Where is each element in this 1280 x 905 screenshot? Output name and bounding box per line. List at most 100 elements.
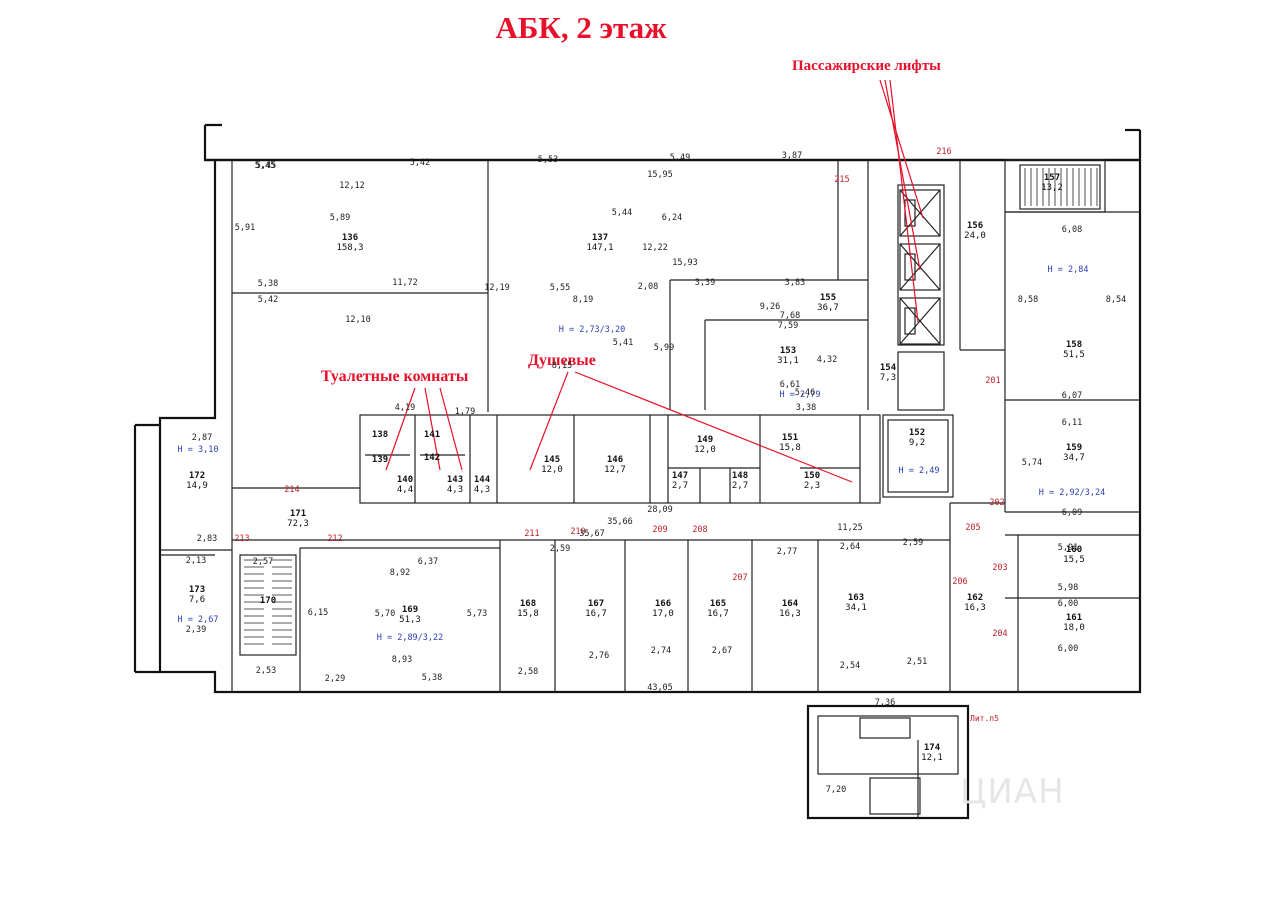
room-number-138: 138	[372, 430, 388, 440]
ceiling-height-label: H = 2,92/3,24	[1039, 488, 1106, 498]
ceiling-height-label: H = 2,89/3,22	[377, 633, 444, 643]
dimension-r137: 12,19	[484, 283, 510, 293]
room-area-160: 15,5	[1063, 555, 1085, 565]
room-number-167: 167	[588, 599, 604, 609]
room-number-151: 151	[782, 433, 798, 443]
dimension-label: 2,83	[197, 534, 217, 544]
dimension-corridor-3: 11,25	[837, 523, 863, 533]
dimension-label: 2,77	[777, 547, 797, 557]
room-number-154: 154	[880, 363, 897, 373]
room-number-145: 145	[544, 455, 560, 465]
room-area-166: 17,0	[652, 609, 674, 619]
dimension-label: 5,99	[654, 343, 674, 353]
dimension-label: 2,59	[903, 538, 923, 548]
dimension-r137: 3,39	[695, 278, 715, 288]
dimension-label: 6,08	[1062, 225, 1082, 235]
dimension-corridor-2: 28,09	[647, 505, 673, 515]
axis-mark-209: 209	[652, 525, 667, 535]
room-number-147: 147	[672, 471, 688, 481]
room-area-145: 12,0	[541, 465, 563, 475]
room-number-169: 169	[402, 605, 418, 615]
room-number-165: 165	[710, 599, 726, 609]
axis-mark-204: 204	[992, 629, 1007, 639]
room-labels: 136158,3137147,11381391404,41411421434,3…	[186, 173, 1085, 763]
dimension-r136: 5,42	[258, 295, 278, 305]
dimension-r169: 2,29	[325, 674, 345, 684]
dimension-r136: 5,89	[330, 213, 350, 223]
room-area-155: 36,7	[817, 303, 839, 313]
dimension-overall: 43,05	[647, 683, 673, 693]
dimension-r137: 8,19	[573, 295, 593, 305]
dimension-r169: 8,93	[392, 655, 412, 665]
dimension-r137: 5,53	[538, 155, 558, 165]
ceiling-height-label: H = 2,79	[780, 390, 821, 400]
exterior-walls	[133, 123, 1142, 694]
dimension-label: 2,39	[186, 625, 206, 635]
dimension-r137: 3,87	[782, 151, 802, 161]
dimension-label: 2,53	[256, 666, 276, 676]
dimension-label: 7,59	[778, 321, 798, 331]
dimension-corridor-4: 35,67	[579, 529, 605, 539]
room-number-144: 144	[474, 475, 491, 485]
room-area-148: 2,7	[732, 481, 748, 491]
dimension-label: 1,79	[455, 407, 475, 417]
room-area-173: 7,6	[189, 595, 205, 605]
axis-mark-208: 208	[692, 525, 707, 535]
ceiling-height-label: H = 3,10	[178, 445, 219, 455]
room-area-146: 12,7	[604, 465, 626, 475]
dimension-label: 6,61	[780, 380, 800, 390]
dimension-label: 5,46	[795, 388, 815, 398]
room-area-157: 13,2	[1041, 183, 1063, 193]
room-area-149: 12,0	[694, 445, 716, 455]
room-area-156: 24,0	[964, 231, 986, 241]
room-number-172: 172	[189, 471, 205, 481]
axis-mark-216: 216	[936, 147, 951, 157]
dimension-label: 6,07	[1062, 391, 1082, 401]
dimension-label: 2,51	[907, 657, 927, 667]
room-number-171: 171	[290, 509, 306, 519]
dimension-r136: 12,12	[339, 181, 365, 191]
watermark: ЦИАН	[960, 772, 1065, 812]
ceiling-height-label: H = 2,49	[899, 466, 940, 476]
dimension-r136: 5,45	[256, 161, 276, 171]
dimension-r137: 12,22	[642, 243, 668, 253]
dimension-r137: 6,24	[662, 213, 682, 223]
room-area-136: 158,3	[336, 243, 363, 253]
room-number-170: 170	[260, 596, 276, 606]
dimension-label: 2,64	[840, 542, 860, 552]
dimension-label: 2,87	[192, 433, 212, 443]
room-area-169: 51,3	[399, 615, 421, 625]
room-area-165: 16,7	[707, 609, 729, 619]
ceiling-height-label: H = 2,67	[178, 615, 219, 625]
dimension-annex-bottom: 7,20	[826, 785, 846, 795]
dimension-label: 2,57	[253, 557, 273, 567]
room-number-137: 137	[592, 233, 608, 243]
page-title: АБК, 2 этаж	[495, 10, 667, 45]
room-number-166: 166	[655, 599, 671, 609]
axis-mark-205: 205	[965, 523, 980, 533]
dimension-r137: 3,83	[785, 278, 805, 288]
dimension-label: 7,68	[780, 311, 800, 321]
dimension-label: 2,54	[840, 661, 860, 671]
room-number-152: 152	[909, 428, 925, 438]
dimension-r137: 15,93	[672, 258, 698, 268]
room-number-149: 149	[697, 435, 713, 445]
dimension-label: 9,26	[760, 302, 780, 312]
room-number-141: 141	[424, 430, 440, 440]
dimension-corridor: 35,66	[607, 517, 633, 527]
room-number-163: 163	[848, 593, 864, 603]
room-number-148: 148	[732, 471, 748, 481]
dimension-label: 2,67	[712, 646, 732, 656]
room-number-153: 153	[780, 346, 796, 356]
dimension-label: 4,32	[817, 355, 837, 365]
room-area-172: 14,9	[186, 481, 208, 491]
room-number-162: 162	[967, 593, 983, 603]
dimension-label: 2,13	[186, 556, 206, 566]
room-number-140: 140	[397, 475, 413, 485]
dimension-label: 8,54	[1106, 295, 1126, 305]
dimension-r136: 12,10	[345, 315, 371, 325]
dimension-r169: 8,92	[390, 568, 410, 578]
dimension-r137: 15,95	[647, 170, 673, 180]
room-area-163: 34,1	[845, 603, 867, 613]
